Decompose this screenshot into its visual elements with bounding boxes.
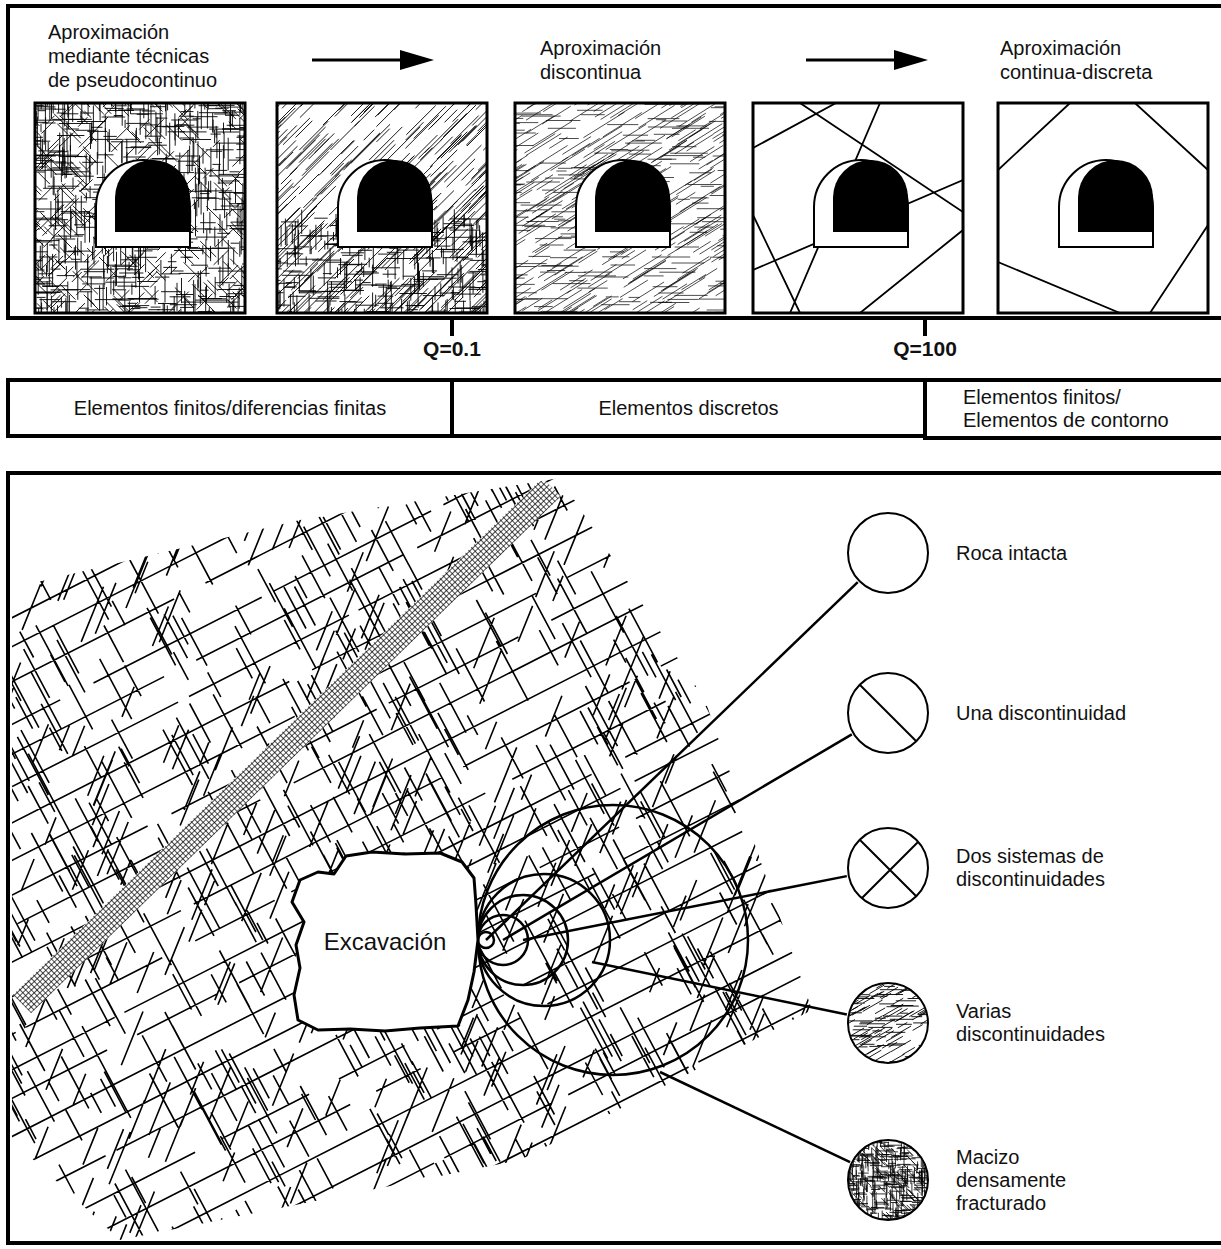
node-text: Elementos finitos/ Elementos de contorno bbox=[963, 386, 1193, 432]
approach-label: Aproximación discontinua bbox=[540, 36, 720, 84]
tunnel-opening bbox=[833, 160, 908, 232]
sample-symbol bbox=[846, 1138, 930, 1222]
sample-circle: Roca intacta bbox=[846, 511, 1067, 595]
tunnel-opening bbox=[115, 160, 190, 232]
scale-rings bbox=[478, 805, 748, 1075]
node-text: Roca intacta bbox=[956, 542, 1067, 565]
fracture-hatching bbox=[998, 103, 1208, 313]
sample-symbol bbox=[846, 981, 930, 1065]
model-square bbox=[998, 103, 1208, 313]
approach-label: Aproximación mediante técnicas de pseudo… bbox=[48, 20, 228, 92]
node-text: Varias discontinuidades bbox=[956, 1000, 1131, 1046]
sample-outline bbox=[848, 673, 928, 753]
sample-fractures bbox=[852, 677, 924, 749]
progress-arrow-shaft bbox=[806, 59, 898, 62]
sample-outline bbox=[848, 983, 928, 1063]
node-text: Macizo densamente fracturado bbox=[956, 1146, 1096, 1215]
sample-symbol bbox=[846, 511, 930, 595]
leader-line bbox=[660, 1072, 850, 1162]
cell-text-wrap: Elementos discretos bbox=[598, 397, 778, 420]
sample-text-wrap: Una discontinuidad bbox=[956, 702, 1126, 725]
sample-ground bbox=[848, 673, 928, 753]
scale-ring bbox=[478, 874, 610, 1006]
fracture-hatching bbox=[515, 103, 725, 313]
sample-outline bbox=[848, 828, 928, 908]
sample-circle: Macizo densamente fracturado bbox=[846, 1138, 1096, 1222]
tunnel-opening bbox=[595, 160, 670, 232]
sample-circle: Varias discontinuidades bbox=[846, 981, 1131, 1065]
sample-text-wrap: Dos sistemas de discontinuidades bbox=[956, 845, 1131, 891]
sample-circle: Una discontinuidad bbox=[846, 671, 1126, 755]
scale-value: Q=0.1 bbox=[423, 336, 481, 361]
sample-fractures bbox=[846, 981, 930, 1065]
sample-fractures bbox=[852, 832, 924, 904]
node-text: Excavación bbox=[324, 928, 447, 956]
sample-text-wrap: Roca intacta bbox=[956, 542, 1067, 565]
sample-outline bbox=[848, 513, 928, 593]
leader-line bbox=[486, 582, 858, 940]
approach-label: Aproximación continua-discreta bbox=[1000, 36, 1180, 84]
fracture-hatching bbox=[35, 103, 245, 313]
progress-arrow-head bbox=[894, 50, 928, 70]
sample-fractures bbox=[846, 1138, 930, 1222]
node-text: Elementos finitos/diferencias finitas bbox=[74, 397, 386, 420]
leader-lines bbox=[486, 582, 858, 1162]
sample-ground bbox=[848, 828, 928, 908]
sample-outline bbox=[848, 1140, 928, 1220]
leader-line bbox=[523, 876, 847, 940]
node-text: Una discontinuidad bbox=[956, 702, 1126, 725]
tunnel-opening bbox=[357, 160, 432, 232]
method-cell: Elementos discretos bbox=[450, 378, 927, 438]
excavation-boundary bbox=[292, 852, 478, 1031]
sample-ground bbox=[848, 513, 928, 593]
node-text: Elementos discretos bbox=[598, 397, 778, 420]
tunnel-wall bbox=[814, 160, 908, 247]
fracture-hatching bbox=[277, 103, 487, 313]
sample-circle: Dos sistemas de discontinuidades bbox=[846, 826, 1131, 910]
tunnel-wall bbox=[576, 160, 670, 247]
excavation-text-wrap: Excavación bbox=[324, 928, 447, 956]
method-cell: Elementos finitos/ Elementos de contorno bbox=[923, 378, 1221, 440]
cell-text-wrap: Elementos finitos/ Elementos de contorno bbox=[963, 386, 1193, 432]
node-text: Dos sistemas de discontinuidades bbox=[956, 845, 1131, 891]
model-square bbox=[515, 103, 725, 313]
excavation-outline: Excavación bbox=[285, 848, 485, 1036]
fracture-hatching bbox=[753, 103, 963, 313]
leader-line bbox=[592, 962, 847, 1015]
model-square bbox=[277, 103, 487, 313]
progress-arrow-head bbox=[400, 50, 434, 70]
tunnel-wall bbox=[96, 160, 190, 247]
sample-text-wrap: Macizo densamente fracturado bbox=[956, 1146, 1096, 1215]
model-squares bbox=[8, 71, 1208, 347]
model-square bbox=[753, 103, 963, 313]
tunnel-opening bbox=[1078, 160, 1153, 232]
leader-line bbox=[503, 734, 852, 940]
cell-text-wrap: Elementos finitos/diferencias finitas bbox=[74, 397, 386, 420]
method-cell: Elementos finitos/diferencias finitas bbox=[6, 378, 454, 438]
progress-arrow-shaft bbox=[312, 59, 404, 62]
sample-symbol bbox=[846, 826, 930, 910]
scale-tick bbox=[452, 318, 925, 336]
sample-text-wrap: Varias discontinuidades bbox=[956, 1000, 1131, 1046]
sample-symbol bbox=[846, 671, 930, 755]
tunnel-wall bbox=[338, 160, 432, 247]
scale-ring bbox=[478, 805, 748, 1075]
scale-value: Q=100 bbox=[893, 336, 957, 361]
model-square bbox=[35, 103, 245, 313]
tunnel-wall bbox=[1059, 160, 1153, 247]
